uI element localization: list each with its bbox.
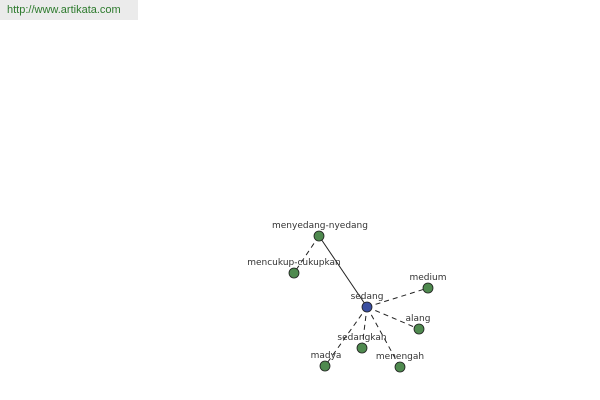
edges-layer — [293, 235, 429, 368]
node-label-mencukup-cukupkan[interactable]: mencukup-cukupkan — [247, 258, 341, 268]
node-label-madya[interactable]: madya — [311, 351, 342, 361]
node-alang[interactable] — [413, 323, 425, 335]
edge-menyedang-nyedang-mencukup-cukupkan — [293, 235, 320, 274]
node-label-sedangkan[interactable]: sedangkan — [337, 333, 386, 343]
edge-sedang-alang — [366, 306, 420, 330]
node-medium[interactable] — [422, 282, 434, 294]
edge-sedang-menengah — [366, 306, 401, 368]
node-menyedang-nyedang[interactable] — [313, 230, 325, 242]
node-label-sedang[interactable]: sedang — [351, 292, 384, 302]
node-mencukup-cukupkan[interactable] — [288, 267, 300, 279]
node-label-menengah[interactable]: menengah — [376, 352, 424, 362]
nodes-layer — [288, 230, 434, 373]
node-label-alang[interactable]: alang — [406, 314, 431, 324]
edge-sedang-medium — [366, 287, 429, 308]
node-sedang[interactable] — [361, 301, 373, 313]
edge-sedang-sedangkan — [361, 306, 368, 349]
edge-sedang-menyedang-nyedang — [318, 235, 368, 308]
node-label-menyedang-nyedang[interactable]: menyedang-nyedang — [272, 221, 368, 231]
node-label-medium[interactable]: medium — [410, 273, 447, 283]
edge-sedang-madya — [324, 306, 368, 367]
node-sedangkan[interactable] — [356, 342, 368, 354]
source-url-link[interactable]: http://www.artikata.com — [0, 0, 138, 20]
labels-layer: sedang menyedang-nyedang mencukup-cukupkan… — [247, 221, 446, 362]
node-madya[interactable] — [319, 360, 331, 372]
node-menengah[interactable] — [394, 361, 406, 373]
